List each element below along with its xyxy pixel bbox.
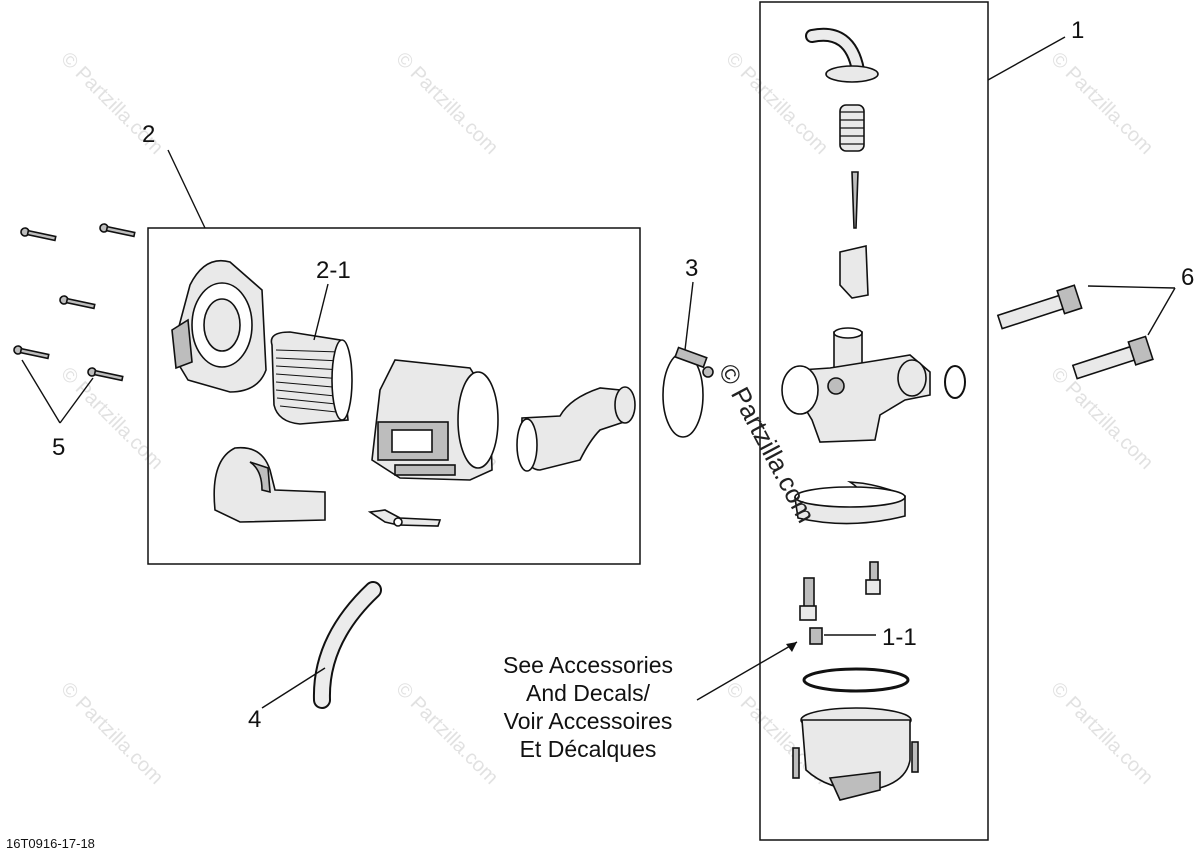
callout-5: 5 [52, 434, 65, 461]
watermark: © Partzilla.com [1046, 363, 1157, 474]
watermark: © Partzilla.com [391, 678, 502, 789]
carburetor-group-frame [759, 1, 989, 841]
carburetor-cap-part[interactable] [805, 27, 879, 83]
callout-1: 1 [1071, 17, 1084, 44]
airbox-cover-part[interactable] [171, 260, 267, 393]
watermark: © Partzilla.com [391, 48, 502, 159]
airbox-body-part[interactable] [371, 359, 499, 481]
float-part[interactable] [794, 480, 906, 525]
accessories-note: See Accessories And Decals/ Voir Accesso… [503, 652, 673, 762]
callout-3: 3 [685, 255, 698, 282]
pilot-jet-part[interactable] [799, 577, 817, 621]
screw-group-5[interactable] [13, 223, 136, 382]
watermark: © Partzilla.com [721, 48, 832, 159]
note-line-4: Et Décalques [520, 736, 657, 762]
watermark: © Partzilla.com [56, 678, 167, 789]
airbox-bracket-part[interactable] [367, 509, 442, 527]
watermark: © Partzilla.com [1046, 48, 1157, 159]
throttle-spring-part[interactable] [839, 104, 865, 152]
intake-boot-part[interactable] [516, 386, 636, 472]
bolt-group-6[interactable] [996, 284, 1154, 383]
main-jet-part[interactable] [865, 561, 881, 595]
note-line-1: See Accessories [503, 652, 673, 678]
hose-clamp-part[interactable] [662, 346, 714, 438]
air-filter-element-part[interactable] [270, 331, 353, 425]
jet-needle-part[interactable] [851, 171, 859, 229]
callout-6: 6 [1181, 264, 1194, 291]
carburetor-body-part[interactable] [781, 327, 931, 443]
callout-4: 4 [248, 706, 261, 733]
vent-hose-part[interactable] [312, 581, 382, 709]
airbox-group-frame [147, 227, 641, 565]
float-bowl-gasket-part[interactable] [802, 667, 910, 693]
note-line-3: Voir Accessoires [504, 708, 673, 734]
watermark: © Partzilla.com [56, 363, 167, 474]
diagram-code: 16T0916-17-18 [6, 836, 95, 851]
callout-2-1: 2-1 [316, 257, 351, 284]
jet-nut-part-1-1[interactable] [809, 627, 823, 645]
leader-lines [21, 36, 1176, 709]
callout-1-1: 1-1 [882, 624, 917, 651]
float-bowl-part[interactable] [792, 707, 919, 801]
callout-2: 2 [142, 121, 155, 148]
note-line-2: And Decals/ [526, 680, 651, 706]
throttle-valve-part[interactable] [839, 245, 869, 299]
airbox-duct-part[interactable] [213, 446, 326, 523]
carburetor-oring-part[interactable] [944, 365, 966, 399]
watermark: © Partzilla.com [1046, 678, 1157, 789]
